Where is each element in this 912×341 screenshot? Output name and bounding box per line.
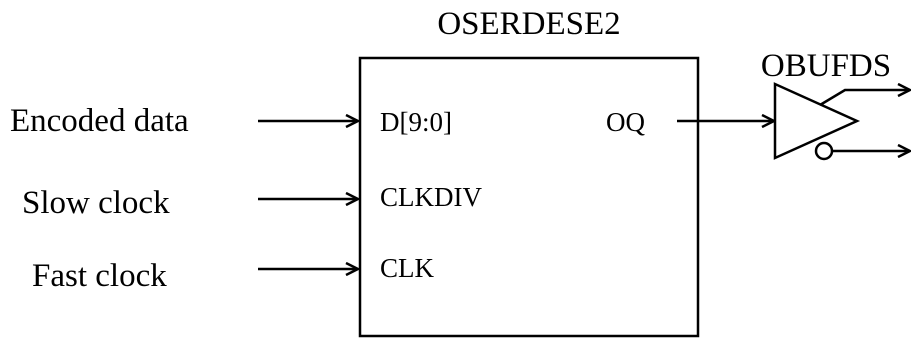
port-label-clkdiv: CLKDIV xyxy=(380,182,482,212)
obufds-title: OBUFDS xyxy=(761,48,891,84)
input-label-slow-clock: Slow clock xyxy=(22,185,170,221)
port-label-clk: CLK xyxy=(380,253,435,283)
inversion-bubble xyxy=(814,141,834,161)
oserdese2-title: OSERDESE2 xyxy=(437,6,620,42)
arrow-output-positive xyxy=(819,90,910,107)
input-label-encoded-data: Encoded data xyxy=(10,103,189,139)
oserdese2-block xyxy=(358,56,700,338)
port-label-data: D[9:0] xyxy=(380,107,452,137)
input-label-fast-clock: Fast clock xyxy=(32,258,167,294)
obufds-buffer-symbol xyxy=(773,82,861,160)
port-label-oq: OQ xyxy=(606,107,645,137)
